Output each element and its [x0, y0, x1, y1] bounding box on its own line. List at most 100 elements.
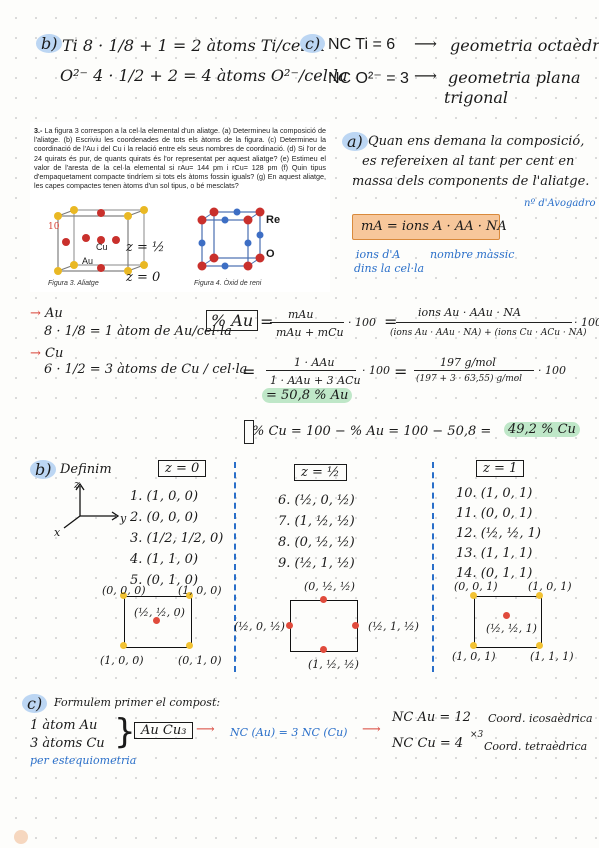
- col2-heading: z = ½: [294, 464, 347, 481]
- times-3-note: ×3: [470, 730, 484, 740]
- nc-au: NC Au = 12: [392, 710, 471, 725]
- list-item: 1. (1, 0, 0): [130, 489, 199, 504]
- au-heading: → Au: [30, 306, 63, 321]
- frac2-num: ions Au · AAu · NA: [418, 306, 521, 319]
- fig4-o-label: O: [266, 248, 275, 260]
- cu-atom: [352, 622, 359, 629]
- sq2-right: (½, 1, ½): [368, 620, 419, 633]
- part-c-line1: 1 àtom Au: [30, 718, 98, 733]
- cu-calc: 6 · 1/2 = 3 àtoms de Cu / cel·la: [44, 362, 248, 377]
- pct-cu-box: [244, 420, 254, 444]
- frac1-num: mAu: [288, 308, 314, 321]
- part-a-line3: massa dels components de l'aliatge.: [352, 174, 590, 189]
- fig4-caption: Figura 4. Òxid de reni: [194, 280, 262, 287]
- cu-atom: [286, 622, 293, 629]
- cu-atom: [320, 646, 327, 653]
- frac2-den: (ions Au · AAu · NA) + (ions Cu · ACu · …: [390, 328, 587, 338]
- geometry-o-1: geometria plana: [448, 68, 581, 87]
- part-c-title: Formulem primer el compost:: [54, 696, 221, 709]
- cu-atom: [503, 612, 510, 619]
- axes-diagram: [63, 482, 120, 529]
- sq1-tl: (0, 0, 0): [102, 584, 146, 597]
- part-a-label: a): [342, 132, 368, 151]
- pct-cu-line: % Cu = 100 − % Au = 100 − 50,8 =: [252, 424, 492, 439]
- axis-y-label: y: [120, 512, 127, 525]
- sq1-tr: (1, 0, 0): [178, 584, 222, 597]
- ions-note-1: ions d'A: [356, 248, 401, 261]
- sq3-tl: (0, 0, 1): [454, 580, 498, 593]
- fig3-caption: Figura 3. Aliatge: [48, 280, 99, 287]
- list-item: 9. (½, 1, ½): [278, 556, 355, 571]
- list-item: 13. (1, 1, 1): [456, 546, 533, 561]
- list-item: 4. (1, 1, 0): [130, 552, 199, 567]
- part-c2-label: c): [22, 694, 48, 713]
- list-item: 3. (1/2, 1/2, 0): [130, 531, 224, 546]
- arrow-icon: ⟶: [196, 722, 215, 737]
- problem-excerpt: 3.- La figura 3 correspon a la cel·la el…: [30, 122, 330, 292]
- layer-zhalf-square: [290, 600, 358, 652]
- list-item: 2. (0, 0, 0): [130, 510, 199, 525]
- list-item: 11. (0, 0, 1): [456, 506, 533, 521]
- list-item: 8. (0, ½, ½): [278, 535, 355, 550]
- list-item: 10. (1, 0, 1): [456, 486, 533, 501]
- list-item: 7. (1, ½, ½): [278, 514, 355, 529]
- au-atom: [470, 642, 477, 649]
- layer-z1-square: [474, 596, 542, 648]
- nc-cu-desc: Coord. tetraèdrica: [484, 740, 588, 753]
- problem-number: 3.-: [34, 126, 43, 135]
- nc-o: NC O²⁻ = 3: [328, 70, 409, 87]
- cu-atom: [153, 617, 160, 624]
- nc-ti: NC Ti = 6: [328, 36, 396, 53]
- au-atom: [536, 592, 543, 599]
- sq1-br: (0, 1, 0): [178, 654, 222, 667]
- avogadro-note: nº d'Avogadro: [524, 198, 596, 209]
- fig3-z-half: z = ½: [126, 240, 165, 255]
- part-a-line1: Quan ens demana la composició,: [368, 134, 585, 149]
- list-item: 12. (½, ½, 1): [456, 526, 541, 541]
- frac4-num: 197 g/mol: [440, 356, 496, 369]
- figure-4-rhenium-oxide: [197, 207, 265, 271]
- frac4-bar: [414, 370, 534, 371]
- geometry-o-2: trigonal: [444, 88, 509, 107]
- part-a-line2: es refereixen al tant per cent en: [362, 154, 575, 169]
- frac3-num: 1 · AAu: [294, 356, 335, 369]
- frac4-den: (197 + 3 · 63,55) g/mol: [416, 374, 523, 384]
- times-100-1: · 100: [348, 316, 376, 329]
- fig3-number: 10: [48, 222, 60, 232]
- arrow-icon: ⟶: [414, 34, 437, 53]
- part-b-label: b): [36, 34, 63, 53]
- frac1-den: mAu + mCu: [276, 326, 344, 339]
- layer-z0-square: [124, 596, 192, 648]
- result-au: = 50,8 % Au: [262, 388, 353, 403]
- arrow-icon: ⟶: [362, 722, 381, 737]
- times-100-4: · 100: [538, 364, 566, 377]
- times-100-3: · 100: [362, 364, 390, 377]
- sq3-br: (1, 1, 1): [530, 650, 574, 663]
- cu-heading: → Cu: [30, 346, 64, 361]
- mass-number-note: nombre màssic: [430, 248, 515, 261]
- frac1-bar: [270, 322, 344, 323]
- column-divider-2: [432, 462, 434, 672]
- col3-heading: z = 1: [476, 460, 525, 477]
- fig3-au-label: Au: [82, 256, 94, 266]
- au-atom: [120, 592, 127, 599]
- o-line: O²⁻ 4 · 1/2 + 2 = 4 àtoms O²⁻/cel·la: [60, 66, 348, 85]
- col3-list: 10. (1, 0, 1) 11. (0, 0, 1) 12. (½, ½, 1…: [456, 484, 541, 584]
- column-divider-1: [234, 462, 236, 672]
- equals-sign-2: =: [384, 312, 398, 331]
- col2-list: 6. (½, 0, ½) 7. (1, ½, ½) 8. (0, ½, ½) 9…: [278, 490, 355, 574]
- result-cu: 49,2 % Cu: [504, 422, 580, 437]
- equals-sign: =: [260, 312, 274, 331]
- part-c-label: c): [300, 34, 326, 53]
- frac2-bar: [396, 322, 572, 323]
- pct-au-label: % Au: [206, 310, 259, 331]
- au-atom: [536, 642, 543, 649]
- list-item: 6. (½, 0, ½): [278, 493, 355, 508]
- sq2-top: (0, ½, ½): [304, 580, 355, 593]
- times-100-2: · 100: [574, 316, 599, 329]
- col1-heading: z = 0: [158, 460, 207, 477]
- au-atom: [470, 592, 477, 599]
- geometry-ti: geometria octaèdrica: [450, 36, 599, 55]
- stoichiometry-note: per estequiometria: [30, 754, 137, 767]
- fig3-z-zero: z = 0: [126, 270, 161, 285]
